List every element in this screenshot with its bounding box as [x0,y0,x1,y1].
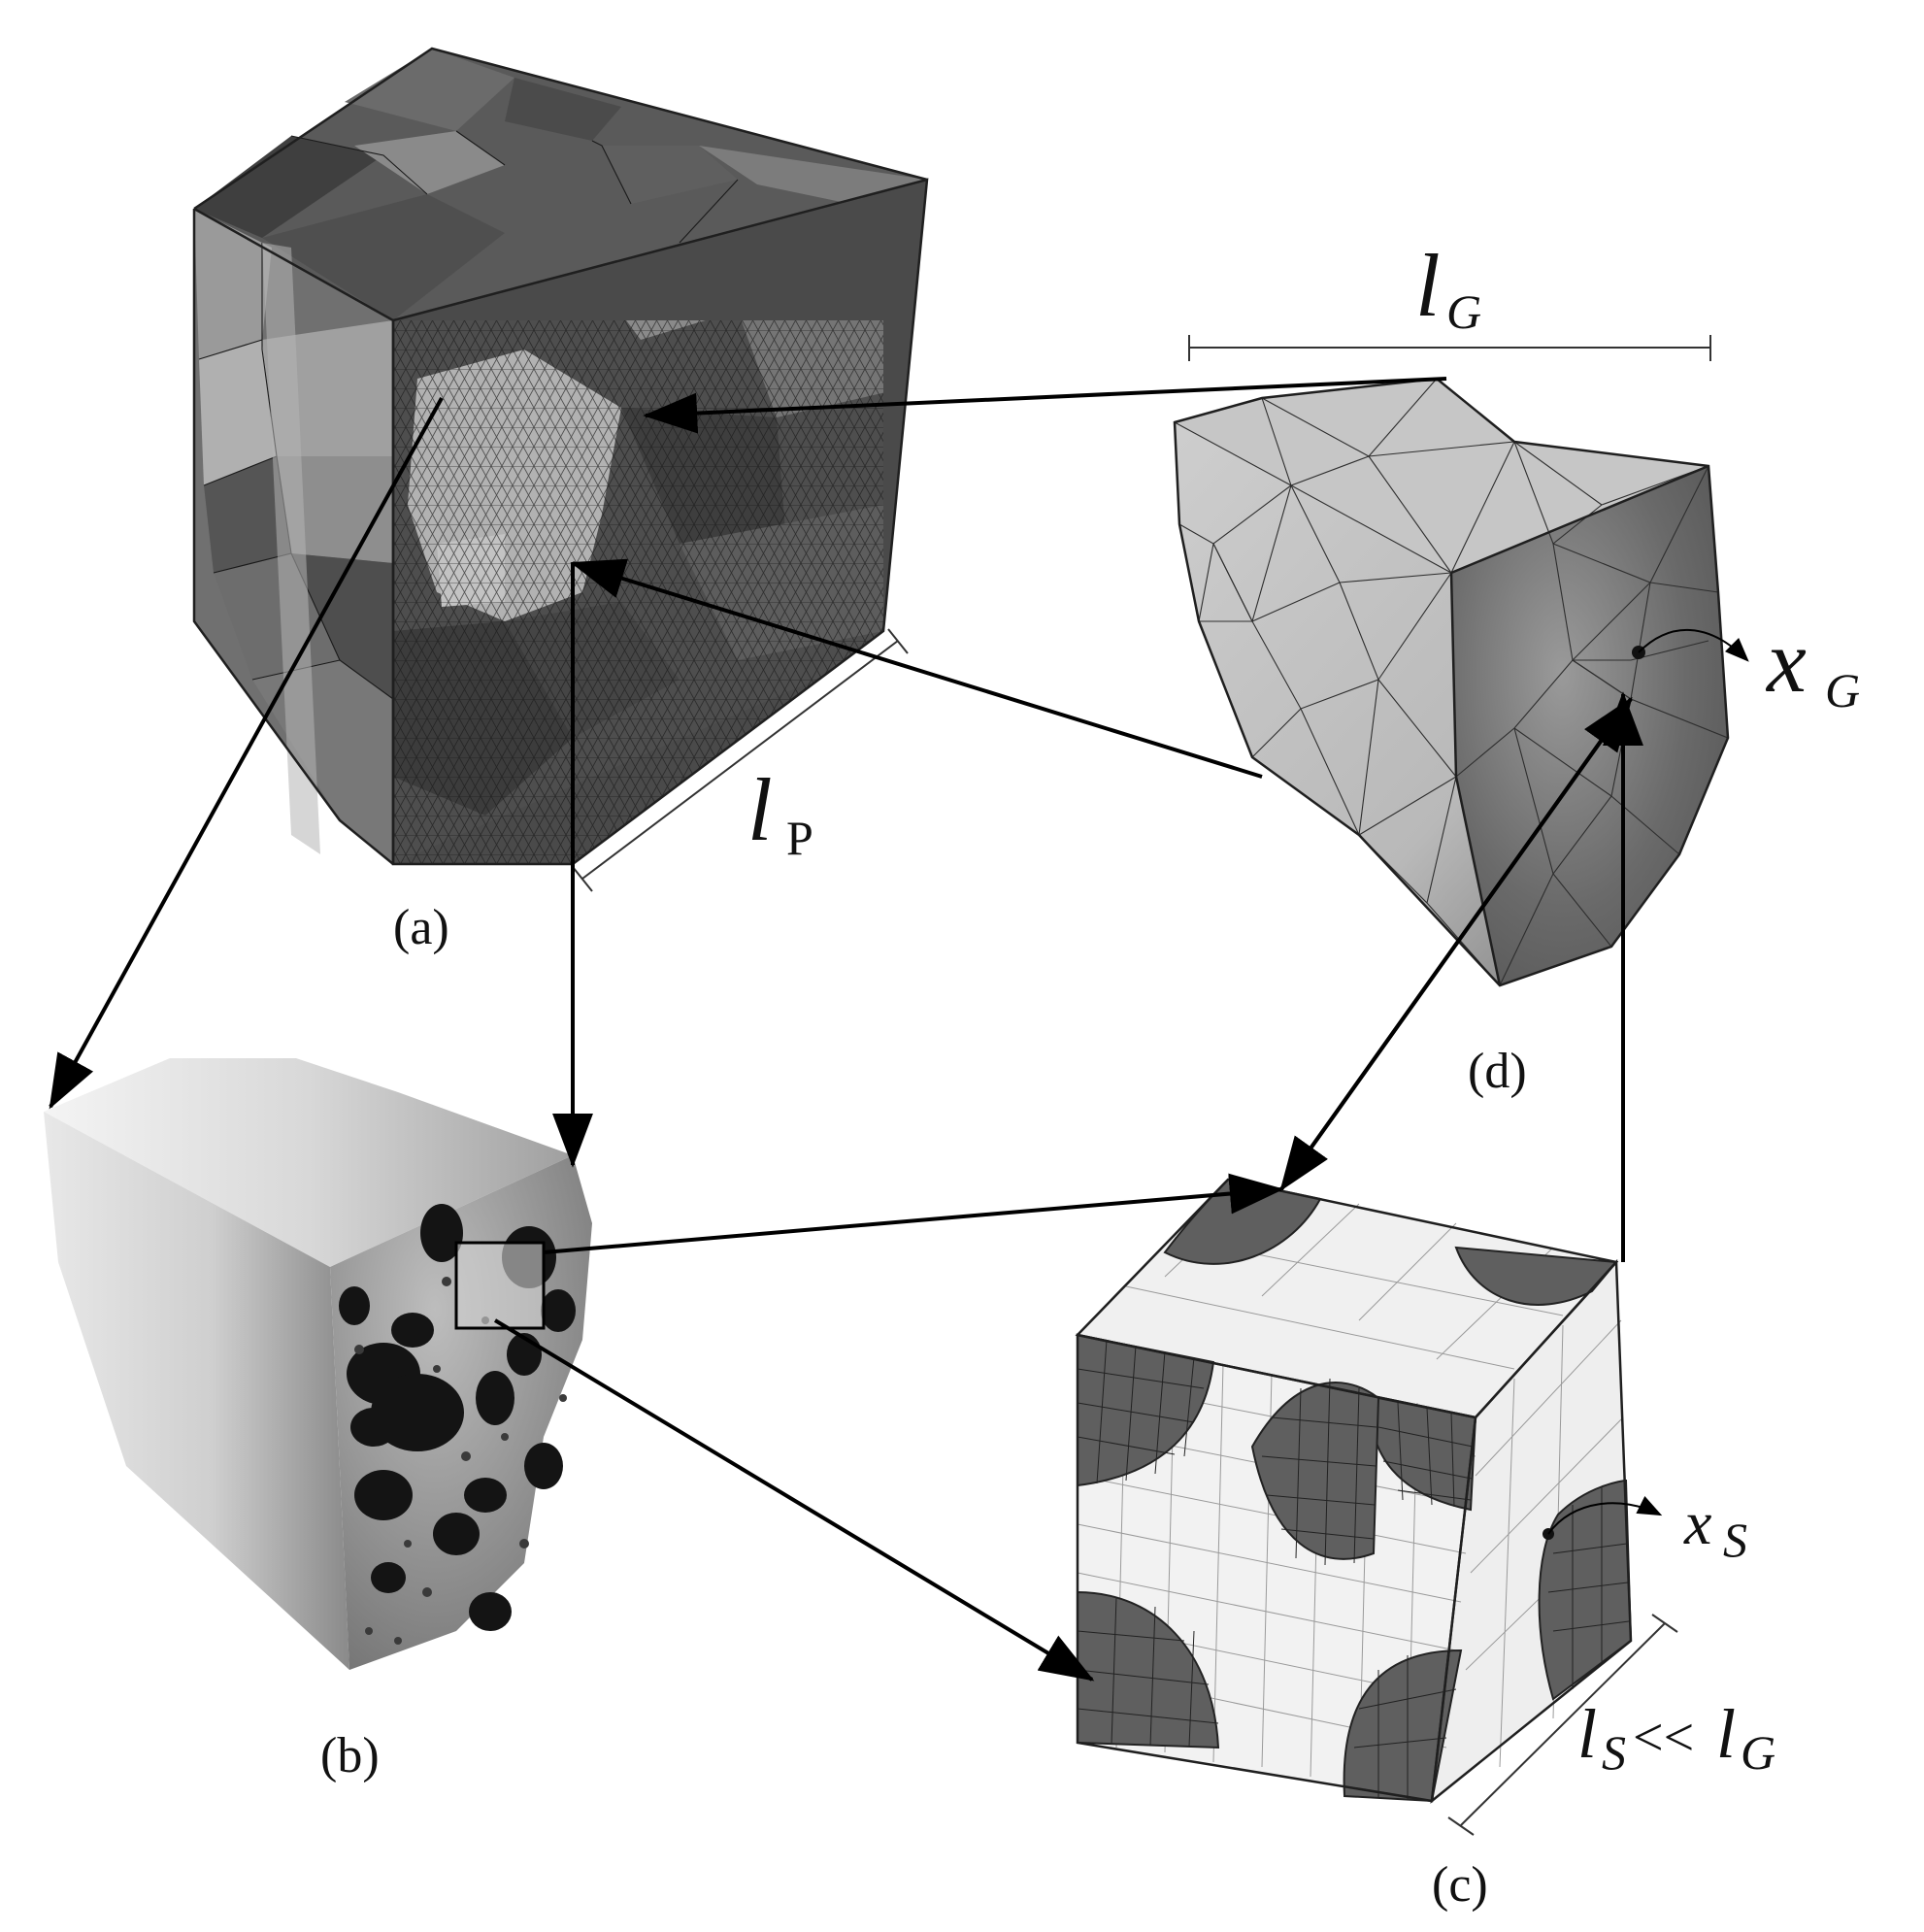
lG-main-2: l [1716,1695,1736,1773]
much-less-than: << [1633,1708,1694,1768]
arrow-b-to-c-lower [493,1318,1095,1682]
xG-main: x [1765,612,1807,711]
lP-sub: P [786,811,813,865]
panel-d-grain: x G [1173,377,1860,987]
zoom-window [454,1241,546,1330]
grain-b-micropores [354,1277,567,1645]
lG-sub: G [1446,284,1481,339]
dimension-lG: l G [1188,236,1711,361]
xS-main: x [1683,1488,1711,1557]
lG-main: l [1415,236,1441,335]
panel-c-rve-cube: x S [1075,1178,1747,1804]
rve-particle-mesh [1077,1339,1630,1800]
panel-label-d: (d) [1468,1044,1527,1099]
arrow-b-to-c-upper [543,1173,1284,1254]
arrow-d-to-a-lower [570,558,1263,779]
arrow-a-to-b-left [49,397,444,1110]
connector-arrows [49,377,1643,1682]
panel-label-a: (a) [393,900,449,955]
panel-b-porous-grain [44,1058,592,1670]
arrow-d-c-diagonal [1279,697,1633,1192]
lS-sub: S [1602,1725,1626,1780]
panel-label-b: (b) [320,1728,380,1783]
dimension-lS-lG: l S << l G [1447,1614,1775,1836]
lP-main: l [747,760,773,859]
panel-a-polycrystal-cube [192,47,929,866]
lG-sub-2: G [1741,1725,1775,1780]
rve-particles [1077,1178,1633,1803]
grain-d-top-face [1175,379,1708,573]
panel-label-c: (c) [1432,1857,1488,1913]
xS-sub: S [1723,1513,1747,1567]
lS-main: l [1577,1695,1597,1773]
dimension-lP: l P [572,628,909,892]
xG-sub: G [1825,663,1860,717]
grain-b-left-face [44,1112,349,1670]
arrow-d-to-a-upper [643,377,1447,434]
